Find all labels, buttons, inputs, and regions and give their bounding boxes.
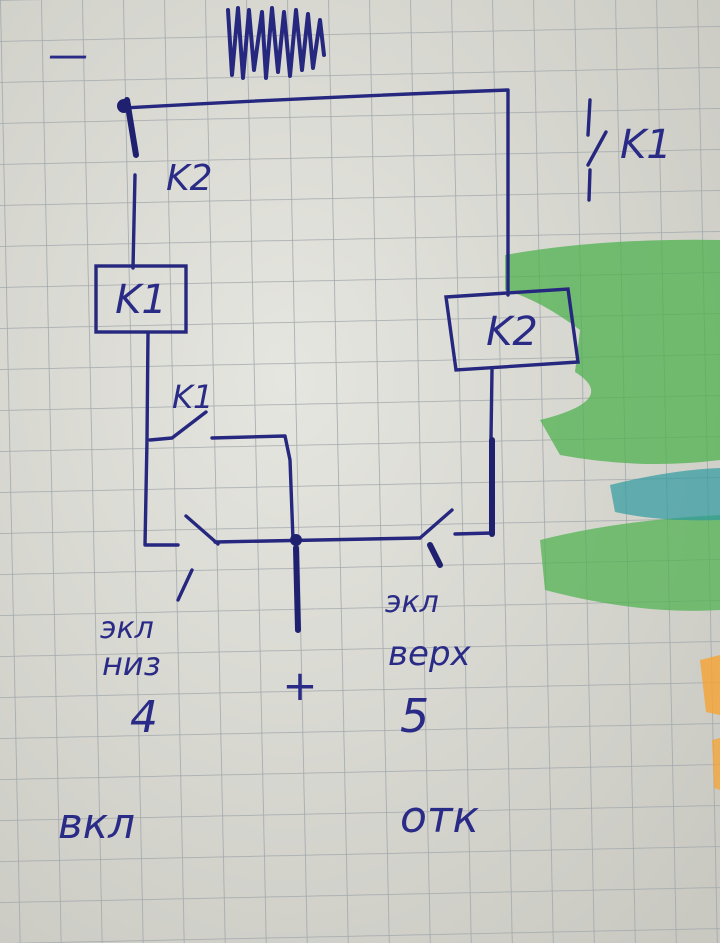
- switch-right-state: отк: [400, 792, 480, 843]
- k1-contact-label-right: K1: [620, 122, 672, 168]
- marker-stains: [505, 239, 720, 790]
- relay-k1-coil: K1: [94, 264, 188, 334]
- minus-terminal-label: —: [48, 32, 88, 78]
- junction-top-left: [117, 99, 131, 113]
- switch-right-sublabel: верх: [388, 634, 472, 674]
- switch-right-blade: [418, 508, 454, 568]
- relay-k2-coil: K2: [444, 287, 580, 372]
- switch-left-label: экл: [100, 611, 154, 646]
- relay-k2-label: K2: [486, 309, 538, 355]
- relay-k1-label: K1: [115, 277, 167, 323]
- switch-right-label: экл: [385, 585, 439, 620]
- circuit-wires: [122, 88, 510, 633]
- k1-contact-label-mid: K1: [172, 378, 213, 416]
- k2-contact-label: K2: [166, 158, 213, 199]
- scribble-mark: [226, 6, 326, 80]
- switch-left-sublabel: низ: [102, 645, 161, 683]
- plus-terminal-label: +: [282, 661, 317, 710]
- switch-left-state: вкл: [58, 799, 135, 848]
- switch-right-number: 5: [400, 689, 429, 743]
- junction-bottom: [290, 534, 302, 546]
- k1-contact-symbol: [586, 98, 608, 202]
- switch-left-blade: [176, 514, 220, 602]
- switch-left-number: 4: [130, 692, 158, 743]
